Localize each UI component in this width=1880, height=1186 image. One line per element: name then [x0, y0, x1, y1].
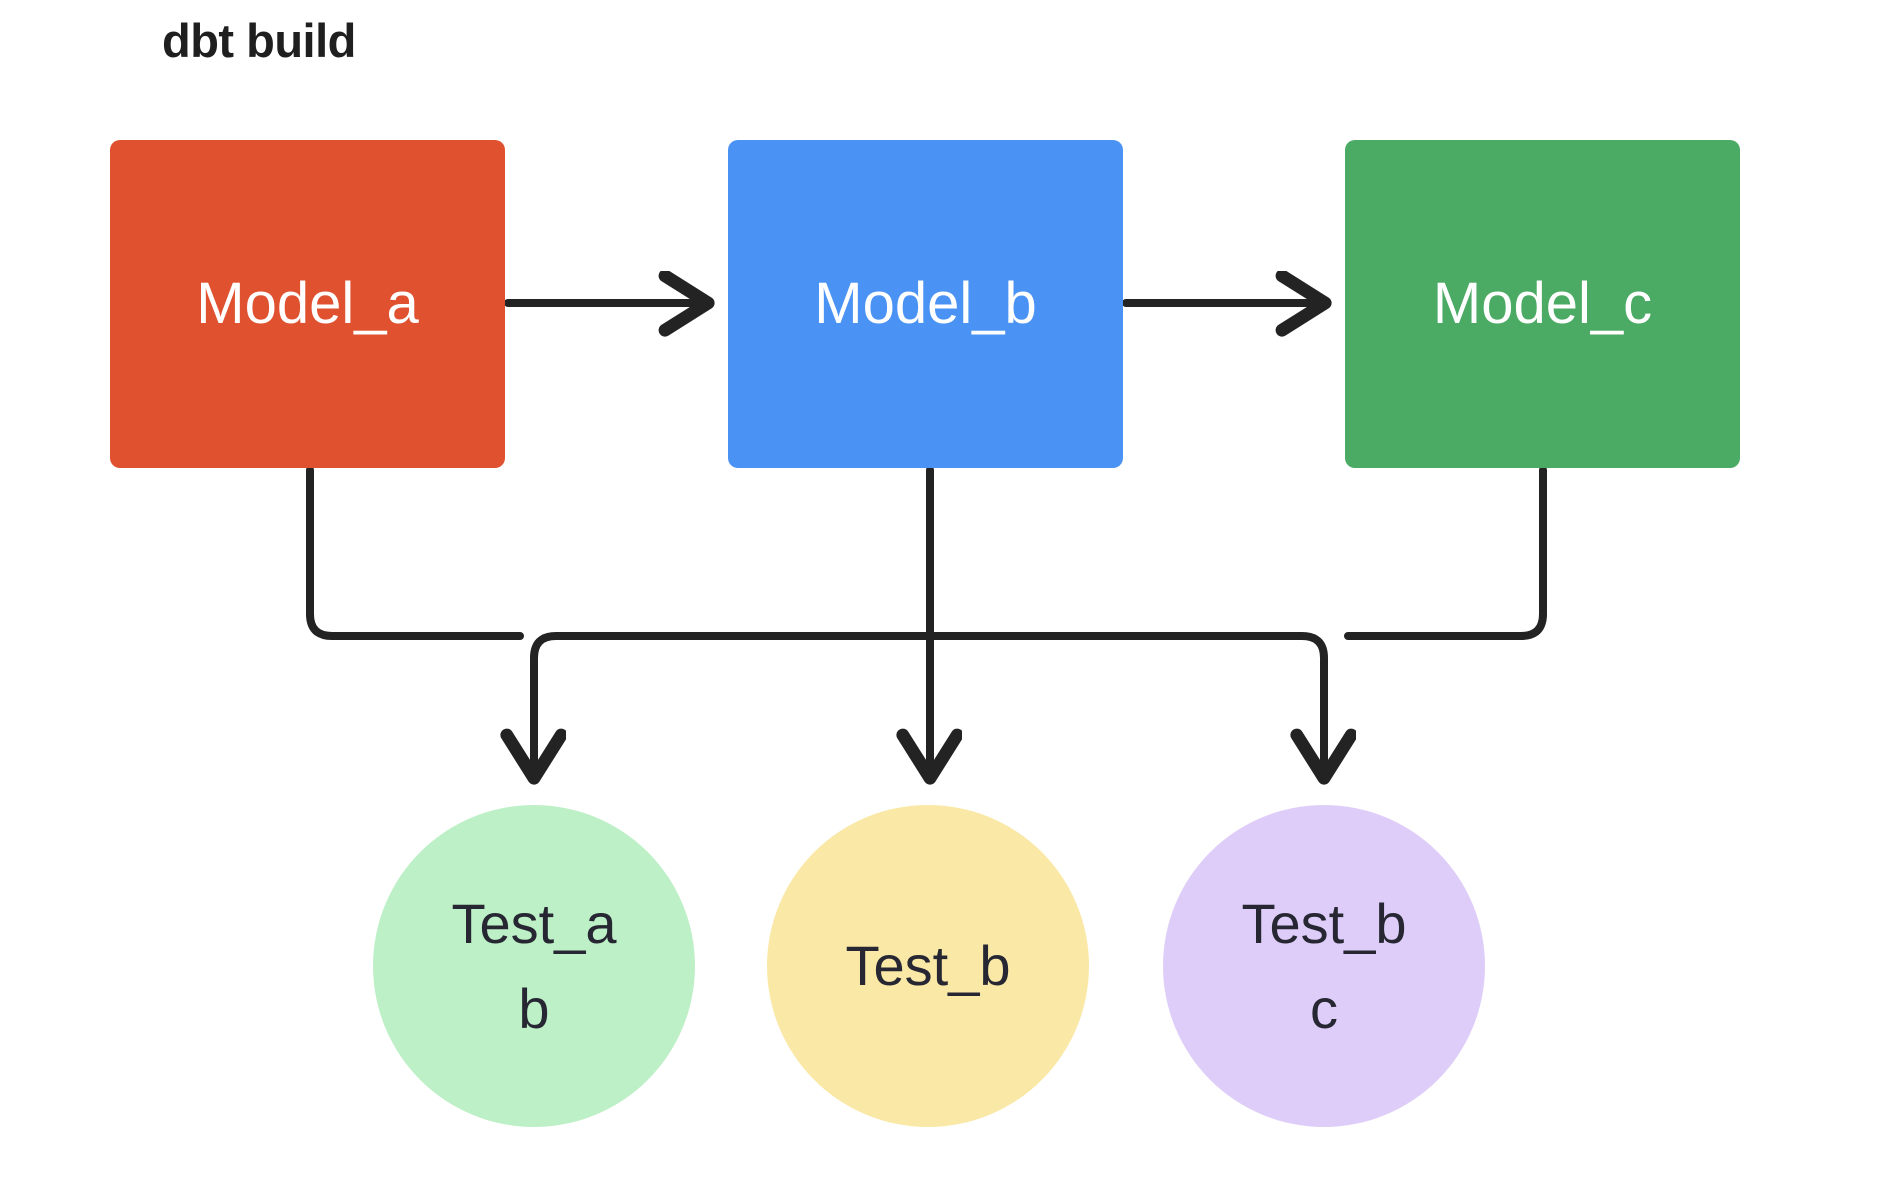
page-title: dbt build — [162, 14, 356, 67]
edge-model-b-to-test-bc-bus — [926, 632, 1324, 775]
node-model-c-label: Model_c — [1432, 271, 1653, 337]
edge-model-a-to-bus — [306, 466, 524, 640]
node-model-a-label: Model_a — [196, 271, 419, 337]
node-test-b[interactable]: Test_b — [767, 805, 1089, 1127]
node-model-c[interactable]: Model_c — [1345, 140, 1740, 468]
node-test-b-label: Test_b — [845, 934, 1011, 998]
edge-model-b-to-test-ab-bus — [534, 632, 934, 775]
node-test-ab-label: Test_ab — [451, 891, 617, 1040]
node-model-b-label: Model_b — [814, 271, 1037, 337]
node-test-bc-label: Test_bc — [1241, 891, 1407, 1040]
node-test-bc[interactable]: Test_bc — [1163, 805, 1485, 1127]
edge-model-c-to-bus — [1344, 466, 1547, 640]
node-model-a[interactable]: Model_a — [110, 140, 505, 468]
node-model-b[interactable]: Model_b — [728, 140, 1123, 468]
node-test-ab[interactable]: Test_ab — [373, 805, 695, 1127]
